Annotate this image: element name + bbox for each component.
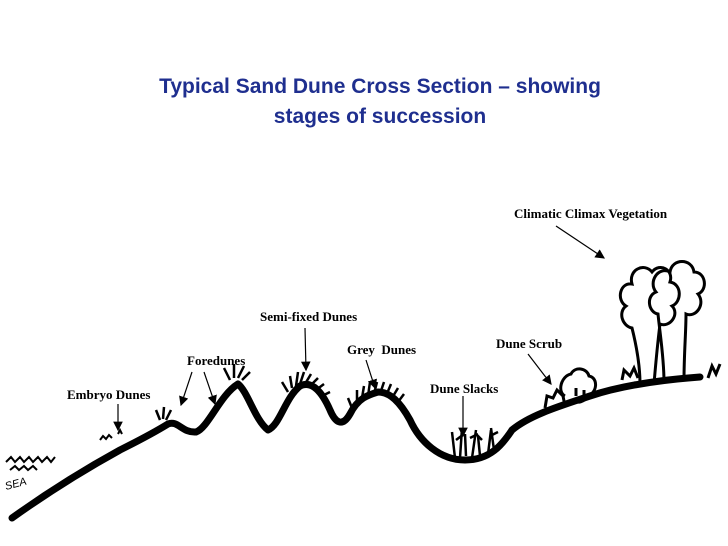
foredune-vegetation [156,364,250,420]
label-dune-slacks: Dune Slacks [430,381,498,397]
arrow-semi-fixed [305,328,306,370]
label-semi-fixed-dunes: Semi-fixed Dunes [260,309,357,325]
label-climatic-climax-vegetation: Climatic Climax Vegetation [514,206,667,222]
climax-trees [620,262,720,385]
sea-waves [6,457,55,470]
arrow-foredunes-left [181,372,192,405]
label-arrows [118,226,604,436]
embryo-vegetation [100,430,122,440]
sea-label: SEA [4,476,28,493]
arrow-foredunes-right [204,372,215,404]
label-dune-scrub: Dune Scrub [496,336,562,352]
label-foredunes: Foredunes [187,353,245,369]
label-grey-dunes: Grey Dunes [347,342,416,358]
arrow-scrub [528,354,551,384]
arrow-climax [556,226,604,258]
label-embryo-dunes: Embryo Dunes [67,387,150,403]
